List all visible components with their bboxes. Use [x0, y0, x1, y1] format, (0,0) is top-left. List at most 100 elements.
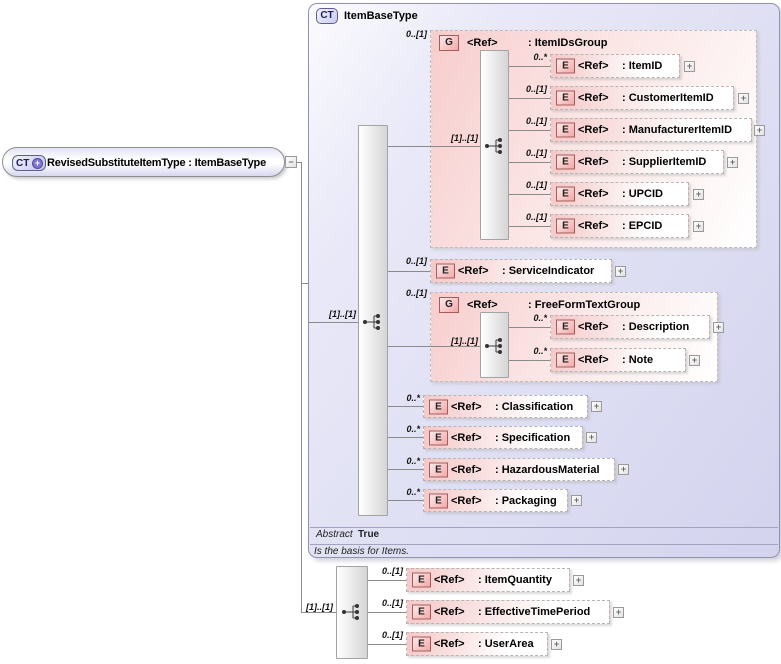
group-icon: G	[439, 297, 459, 313]
occurrence-label: 0..[1]	[381, 598, 403, 608]
element-ref: <Ref>	[578, 220, 609, 232]
root-type-box[interactable]: CT + RevisedSubstituteItemType : ItemBas…	[2, 147, 285, 177]
element-box-epcid[interactable]: E <Ref> : EPCID	[550, 214, 689, 238]
connector-line	[309, 322, 364, 323]
expand-button[interactable]: +	[727, 157, 738, 168]
element-ref: <Ref>	[458, 265, 489, 277]
connector-line	[301, 283, 309, 284]
element-ref: <Ref>	[451, 463, 482, 476]
expand-button[interactable]: +	[573, 575, 584, 586]
connector-line	[509, 327, 550, 328]
connector-line	[509, 162, 550, 163]
element-icon: E	[412, 604, 431, 620]
sequence-icon	[342, 604, 359, 620]
element-icon: E	[412, 572, 431, 588]
element-box-description[interactable]: E <Ref> : Description	[550, 315, 710, 339]
element-ref: <Ref>	[578, 321, 609, 333]
element-ref: <Ref>	[578, 156, 609, 168]
group-ref: <Ref>	[467, 299, 498, 311]
element-ref: <Ref>	[578, 354, 609, 366]
occurrence-label: [1]..[1]	[451, 133, 478, 143]
group-ref: <Ref>	[467, 37, 498, 49]
complextype-icon: CT	[316, 8, 338, 24]
divider	[310, 527, 778, 528]
occurrence-label: 0..[1]	[525, 212, 547, 222]
element-name: : Specification	[495, 431, 571, 444]
element-ref: <Ref>	[434, 606, 465, 618]
element-name: : Note	[622, 354, 654, 366]
abstract-value: True	[358, 529, 380, 540]
element-icon: E	[429, 462, 448, 477]
expand-button[interactable]: +	[738, 93, 749, 104]
element-name: : SupplierItemID	[622, 156, 707, 168]
occurrence-label: 0..*	[406, 456, 420, 466]
connector-line	[509, 66, 550, 67]
expand-button[interactable]: +	[571, 495, 582, 506]
expand-button[interactable]: +	[693, 221, 704, 232]
element-box-itemquantity[interactable]: E <Ref> : ItemQuantity	[406, 568, 570, 592]
element-icon: E	[556, 154, 575, 170]
occurrence-label: 0..*	[533, 346, 547, 356]
expand-button[interactable]: +	[713, 322, 724, 333]
element-icon: E	[429, 493, 448, 508]
element-icon: E	[556, 218, 575, 234]
element-box-packaging[interactable]: E <Ref> : Packaging	[423, 489, 568, 512]
element-box-customeritemid[interactable]: E <Ref> : CustomerItemID	[550, 86, 734, 110]
sequence-icon	[363, 314, 380, 330]
occurrence-label: [1]..[1]	[329, 309, 356, 319]
abstract-label: Abstract	[316, 529, 353, 540]
element-box-classification[interactable]: E <Ref> : Classification	[423, 395, 588, 418]
element-icon: E	[556, 90, 575, 106]
connector-line	[368, 580, 406, 581]
occurrence-label: 0..*	[406, 393, 420, 403]
expand-button[interactable]: +	[693, 189, 704, 200]
expand-button[interactable]: +	[754, 125, 765, 136]
element-name: : EPCID	[622, 220, 663, 232]
element-ref: <Ref>	[451, 400, 482, 413]
element-ref: <Ref>	[451, 494, 482, 507]
element-box-upcid[interactable]: E <Ref> : UPCID	[550, 182, 689, 206]
connector-line	[388, 346, 486, 347]
collapse-button[interactable]: −	[285, 156, 297, 168]
occurrence-label: 0..[1]	[405, 29, 427, 39]
element-box-note[interactable]: E <Ref> : Note	[550, 348, 686, 372]
expand-button[interactable]: +	[615, 266, 626, 277]
badge-text: CT	[16, 158, 30, 169]
occurrence-label: 0..[1]	[525, 116, 547, 126]
complextype-plus-icon: CT +	[12, 155, 46, 171]
element-box-userarea[interactable]: E <Ref> : UserArea	[406, 632, 548, 656]
connector-line	[388, 271, 430, 272]
element-icon: E	[429, 399, 448, 414]
group-icon: G	[439, 35, 459, 51]
expand-button[interactable]: +	[591, 401, 602, 412]
element-box-hazardousmaterial[interactable]: E <Ref> : HazardousMaterial	[423, 458, 615, 481]
plus-circle-icon: +	[32, 158, 43, 169]
element-box-specification[interactable]: E <Ref> : Specification	[423, 426, 583, 449]
sequence-icon	[485, 338, 502, 354]
connector-line	[301, 612, 336, 613]
expand-button[interactable]: +	[586, 432, 597, 443]
expand-button[interactable]: +	[613, 607, 624, 618]
element-box-supplieritemid[interactable]: E <Ref> : SupplierItemID	[550, 150, 724, 174]
sequence-icon	[485, 138, 502, 154]
expand-button[interactable]: +	[689, 355, 700, 366]
root-type-title: RevisedSubstituteItemType : ItemBaseType	[47, 157, 266, 169]
occurrence-label: 0..*	[533, 313, 547, 323]
element-box-effectivetimeperiod[interactable]: E <Ref> : EffectiveTimePeriod	[406, 600, 610, 624]
element-ref: <Ref>	[434, 574, 465, 586]
element-box-manufactureritemid[interactable]: E <Ref> : ManufacturerItemID	[550, 118, 752, 142]
connector-line	[509, 194, 550, 195]
expand-button[interactable]: +	[618, 464, 629, 475]
element-box-serviceindicator[interactable]: E <Ref> : ServiceIndicator	[430, 259, 612, 283]
connector-line	[301, 162, 302, 613]
expand-button[interactable]: +	[551, 639, 562, 650]
expand-button[interactable]: +	[684, 61, 695, 72]
panel-title: ItemBaseType	[344, 10, 418, 22]
occurrence-label: 0..*	[406, 487, 420, 497]
element-box-itemid[interactable]: E <Ref> : ItemID	[550, 54, 680, 78]
element-ref: <Ref>	[578, 92, 609, 104]
element-icon: E	[412, 636, 431, 652]
group-name: : ItemIDsGroup	[528, 37, 608, 49]
occurrence-label: [1]..[1]	[451, 336, 478, 346]
